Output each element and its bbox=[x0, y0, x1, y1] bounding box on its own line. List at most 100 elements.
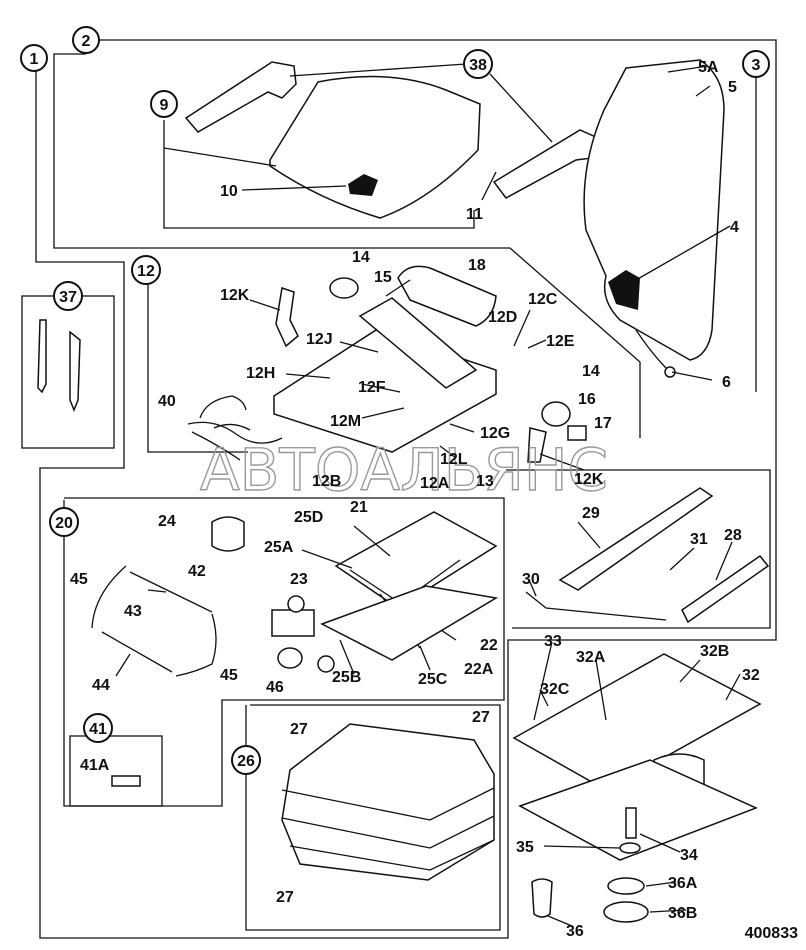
part-label: 5A bbox=[698, 59, 719, 76]
washer-35 bbox=[619, 842, 641, 854]
part-label: 12J bbox=[306, 331, 333, 348]
part-label: 22 bbox=[480, 637, 498, 654]
group-circle-37 bbox=[53, 281, 83, 311]
strap-37a bbox=[37, 319, 47, 394]
bellows-cover bbox=[281, 723, 495, 881]
valve-23 bbox=[271, 609, 315, 637]
guide-rail-28 bbox=[681, 554, 770, 624]
part-label: 11 bbox=[466, 206, 483, 223]
group-circle-20 bbox=[49, 507, 79, 537]
backrest-cutaway bbox=[608, 270, 640, 310]
o-ring-46 bbox=[317, 655, 335, 673]
group-label-3: 3 bbox=[752, 57, 761, 74]
group-circle-2 bbox=[72, 26, 100, 54]
leader-lines bbox=[115, 63, 741, 927]
group-circle-9 bbox=[150, 90, 178, 118]
cap-16 bbox=[541, 401, 571, 427]
part-label: 35 bbox=[516, 839, 534, 856]
part-label: 12F bbox=[358, 379, 386, 396]
frame-group-1 bbox=[35, 39, 777, 939]
part-label: 12K bbox=[574, 471, 604, 488]
part-label: 29 bbox=[582, 505, 600, 522]
armrest-right bbox=[492, 129, 599, 199]
part-label: 15 bbox=[374, 269, 392, 286]
seat-cushion-cutaway bbox=[348, 174, 378, 196]
part-label: 33 bbox=[544, 633, 562, 650]
part-label: 23 bbox=[290, 571, 308, 588]
group-circle-12 bbox=[131, 255, 161, 285]
buffer-24 bbox=[211, 516, 245, 552]
suspension-lower-frame bbox=[320, 585, 499, 661]
rod-44 bbox=[101, 631, 173, 673]
part-label: 14 bbox=[582, 363, 600, 380]
group-label-circles: 1 2 3 9 12 20 26 37 38 41 bbox=[20, 26, 770, 775]
part-label: 25B bbox=[332, 669, 361, 686]
group-circle-41 bbox=[83, 713, 113, 743]
part-label: 12G bbox=[480, 425, 510, 442]
part-label: 36 bbox=[566, 923, 584, 940]
cord-45 bbox=[91, 565, 217, 677]
group-label-37: 37 bbox=[59, 289, 77, 306]
part-label: 17 bbox=[594, 415, 612, 432]
group-label-41: 41 bbox=[89, 721, 107, 738]
frame-group-26 bbox=[245, 704, 501, 931]
part-label: 34 bbox=[680, 847, 698, 864]
part-label: 28 bbox=[724, 527, 742, 544]
part-label: 30 bbox=[522, 571, 540, 588]
part-label: 44 bbox=[92, 677, 110, 694]
part-label: 12B bbox=[312, 473, 341, 490]
part-label: 24 bbox=[158, 513, 176, 530]
part-label: 25A bbox=[264, 539, 294, 556]
frame-group-41 bbox=[69, 735, 163, 807]
frame-group-12 bbox=[147, 282, 248, 453]
guide-rail-29 bbox=[558, 487, 714, 591]
part-label: 10 bbox=[220, 183, 238, 200]
bracket-12k-right bbox=[527, 427, 547, 463]
backrest bbox=[583, 59, 725, 361]
bellows-folds bbox=[281, 787, 495, 871]
part-label: 32A bbox=[576, 649, 606, 666]
part-label: 12E bbox=[546, 333, 575, 350]
rod-43 bbox=[129, 571, 213, 613]
part-label: 36A bbox=[668, 875, 698, 892]
parts-art bbox=[37, 59, 770, 923]
valve-23-cap bbox=[287, 595, 305, 613]
part-label: 16 bbox=[578, 391, 596, 408]
frame-group-9 bbox=[163, 120, 475, 229]
part-label: 21 bbox=[350, 499, 368, 516]
watermark: АВТОАЛЬЯНС bbox=[200, 436, 608, 504]
part-label: 32 bbox=[742, 667, 760, 684]
part-label: 27 bbox=[472, 709, 490, 726]
group-circle-38 bbox=[463, 49, 493, 79]
part-label: 12D bbox=[488, 309, 517, 326]
document-number: 400833 bbox=[745, 925, 798, 942]
group-label-1: 1 bbox=[30, 51, 39, 68]
part-label: 43 bbox=[124, 603, 142, 620]
seat-cushion bbox=[269, 75, 481, 219]
base-plate bbox=[518, 759, 758, 861]
part-label: 42 bbox=[188, 563, 206, 580]
group-label-20: 20 bbox=[55, 515, 73, 532]
part-label: 32C bbox=[540, 681, 570, 698]
part-label: 27 bbox=[276, 889, 294, 906]
group-label-38: 38 bbox=[469, 57, 487, 74]
bracket-12k bbox=[275, 287, 299, 348]
part-label: 12K bbox=[220, 287, 250, 304]
suspension-upper-frame bbox=[334, 511, 498, 609]
part-label: 46 bbox=[266, 679, 284, 696]
seat-roller-tube bbox=[397, 265, 497, 327]
part-label: 5 bbox=[728, 79, 737, 96]
clip-17 bbox=[567, 425, 587, 441]
backrest-cable bbox=[635, 329, 669, 371]
frame-group-3 bbox=[755, 67, 762, 392]
group-label-2: 2 bbox=[82, 33, 91, 50]
part-label: 18 bbox=[468, 257, 486, 274]
bushing-36 bbox=[531, 878, 553, 918]
frame-guide-rails bbox=[506, 469, 771, 629]
mount-36b bbox=[603, 901, 649, 923]
part-label: 12M bbox=[330, 413, 361, 430]
part-label: 6 bbox=[722, 374, 731, 391]
part-labels: 4 5 5A 6 10 11 12C 12D 12E 12F 12G 12H 1… bbox=[70, 59, 760, 940]
frame-group-2 bbox=[53, 53, 641, 438]
